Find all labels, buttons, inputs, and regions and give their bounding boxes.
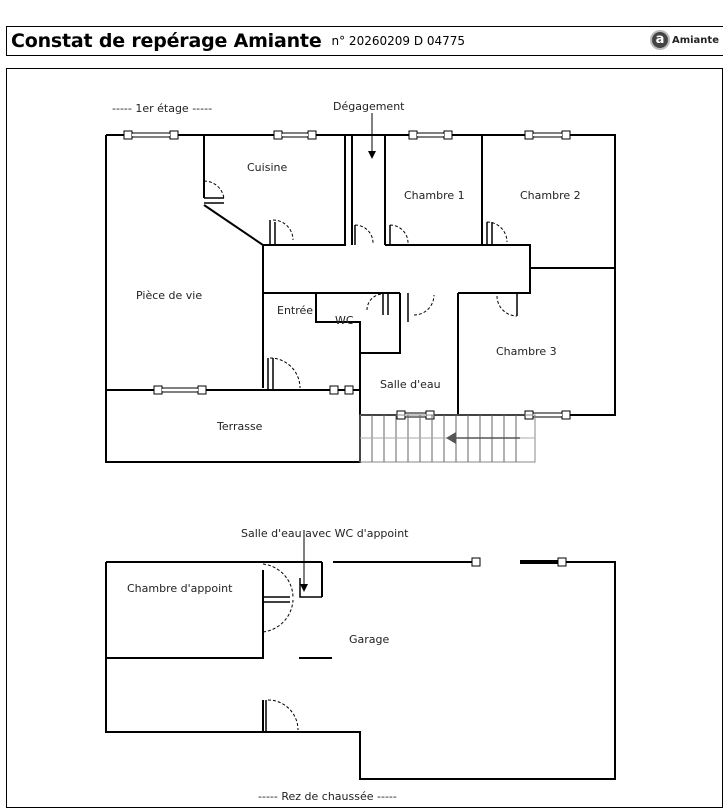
staircase	[359, 414, 536, 463]
interior-walls	[106, 135, 615, 415]
exterior-wall	[106, 134, 616, 416]
room-label-chambre-appoint: Chambre d'appoint	[127, 582, 233, 595]
door-leaves	[204, 197, 518, 390]
ground-door-leaves	[263, 596, 290, 732]
first-floor-plan	[105, 113, 616, 463]
room-label-chambre-2: Chambre 2	[520, 189, 581, 202]
room-label-terrasse: Terrasse	[216, 420, 263, 433]
brand-label: Amiante	[671, 34, 719, 46]
ground-windows	[471, 557, 567, 567]
room-label-chambre-3: Chambre 3	[496, 345, 557, 358]
door-swings	[203, 180, 518, 389]
room-label-entree: Entrée	[277, 304, 313, 317]
document-reference: n° 20260209 D 04775	[331, 34, 466, 48]
room-label-wc: WC	[335, 314, 354, 327]
brand-logo: a Amiante	[649, 30, 719, 50]
room-label-garage: Garage	[349, 633, 390, 646]
document-header: Constat de repérage Amiante n° 20260209 …	[6, 26, 723, 56]
ground-floor-plan	[105, 530, 616, 780]
ground-level-label: ----- Rez de chaussée -----	[258, 790, 397, 800]
room-label-chambre-1: Chambre 1	[404, 189, 465, 202]
room-label-salle-deau: Salle d'eau	[380, 378, 441, 391]
windows	[123, 130, 571, 420]
floor1-level-label: ----- 1er étage -----	[112, 102, 212, 115]
exterior-wall	[105, 135, 361, 463]
room-label-cuisine: Cuisine	[247, 161, 287, 174]
ground-door-swings	[262, 563, 299, 731]
amiante-logo-icon: a	[649, 30, 670, 50]
room-label-piece-de-vie: Pièce de vie	[136, 289, 202, 302]
room-label-degagement: Dégagement	[333, 100, 405, 113]
ground-annotation-salle-deau-wc: Salle d'eau avec WC d'appoint	[241, 527, 409, 540]
document-title: Constat de repérage Amiante	[11, 30, 322, 52]
